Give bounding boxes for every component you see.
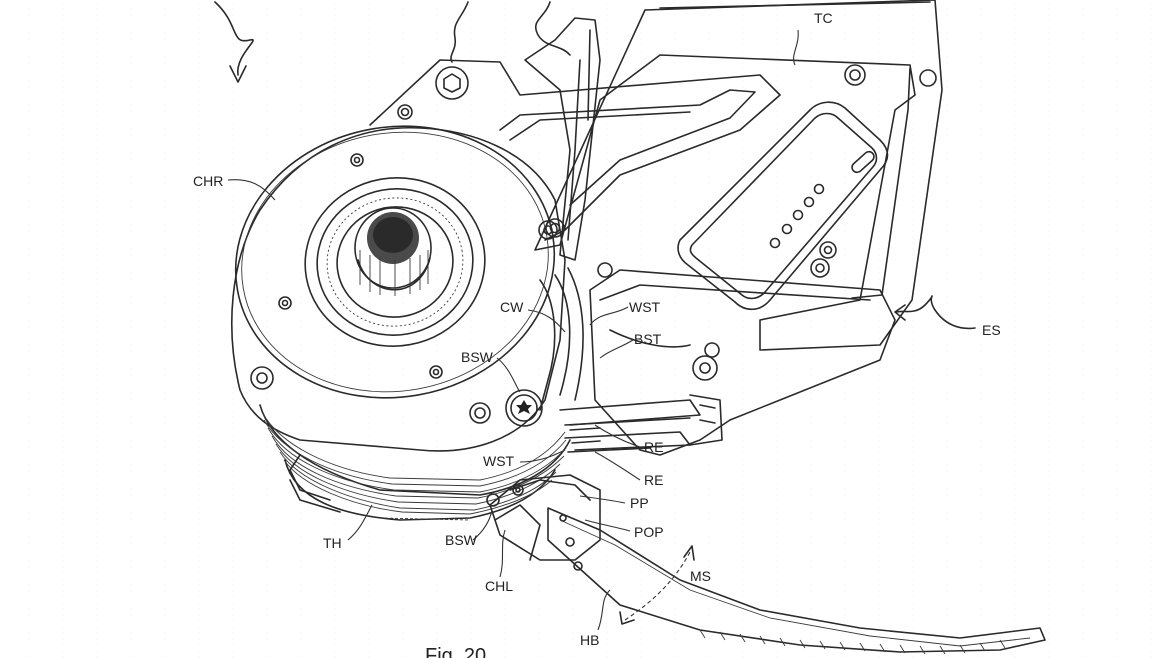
label-hb: HB [580,632,599,648]
label-tc: TC [814,10,833,26]
drive-unit-housing [231,125,566,452]
pawl-plate [486,474,601,561]
figure-caption: Fig. 20 [425,645,486,658]
battery-display-panel [677,101,889,311]
reference-labels: TC CHR CW WST BST ES BSW RE RE WST PP PO… [193,10,1001,648]
torque-arm-bracket [534,0,943,351]
torx-screw [505,389,543,427]
pedal-arm [547,507,1046,655]
label-wst-lower: WST [483,453,515,469]
motor-housing-right [589,269,896,456]
label-pop: POP [634,524,664,540]
label-chr: CHR [193,173,223,189]
label-wst-upper: WST [629,299,661,315]
label-chl: CHL [485,578,513,594]
label-th: TH [323,535,342,551]
label-bsw-upper: BSW [461,349,494,365]
movement-arrow [619,545,695,625]
wavy-arrow-es [894,295,976,330]
label-cw: CW [500,299,524,315]
wavy-arrow-top-left [214,1,254,83]
chain-guide [539,267,584,411]
leader-lines [227,29,799,631]
threaded-housing [259,404,571,521]
retaining-elements [559,399,701,453]
label-bsw-lower: BSW [445,532,478,548]
label-es: ES [982,322,1001,338]
leader-fastener [450,1,469,63]
vertical-bracket [524,17,601,261]
label-bst: BST [634,331,662,347]
label-re-upper: RE [644,439,663,455]
label-re-lower: RE [644,472,663,488]
leader-bracket [534,1,571,56]
label-ms: MS [690,568,711,584]
label-pp: PP [630,495,649,511]
